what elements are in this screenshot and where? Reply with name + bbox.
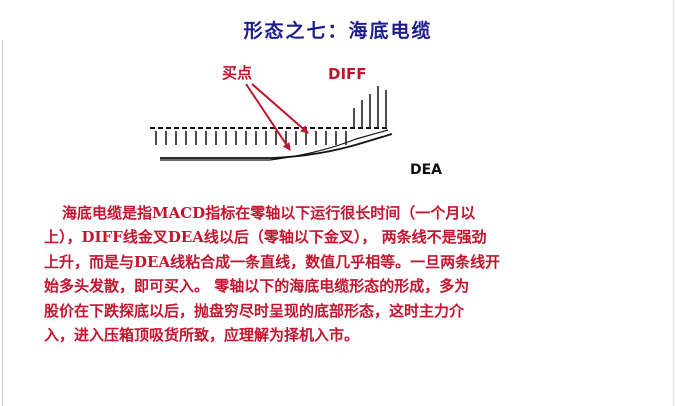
dea-line	[160, 133, 393, 159]
buy-point-arrow-1	[245, 83, 291, 151]
description-line-3: 上升，而是与DEA线粘合成一条直线，数值几乎相等。一旦两条线开	[44, 252, 501, 271]
description-line-4: 始多头发散，即可买入。 零轴以下的海底电缆形态的形成，多为	[44, 277, 470, 296]
macd-diagram: 买点 DIFF DEA	[150, 64, 442, 178]
dea-label: DEA	[410, 162, 442, 178]
description-line-6: 入，进入压箱顶吸货所致，应理解为择机入市。	[44, 326, 360, 345]
description-line-2: 上），DIFF线金叉DEA线以后（零轴以下金叉）， 两条线不是强劲	[44, 228, 487, 247]
left-border	[2, 40, 3, 406]
diff-label: DIFF	[328, 65, 367, 83]
histogram-bars-above-axis	[353, 86, 387, 128]
page-title: 形态之七：海底电缆	[243, 20, 433, 42]
histogram-bars-below-axis	[155, 131, 347, 145]
diff-line	[160, 129, 389, 161]
buy-point-label: 买点	[222, 64, 252, 82]
description-line-5: 股价在下跌探底以后，抛盘穷尽时呈现的底部形态，这时主力介	[44, 301, 465, 320]
description-text: 海底电缆是指MACD指标在零轴以下运行很长时间（一个月以 上），DIFF线金叉D…	[44, 201, 644, 347]
buy-point-arrow-2	[251, 83, 309, 134]
right-border	[673, 0, 674, 406]
description-line-1: 海底电缆是指MACD指标在零轴以下运行很长时间（一个月以	[62, 204, 476, 222]
